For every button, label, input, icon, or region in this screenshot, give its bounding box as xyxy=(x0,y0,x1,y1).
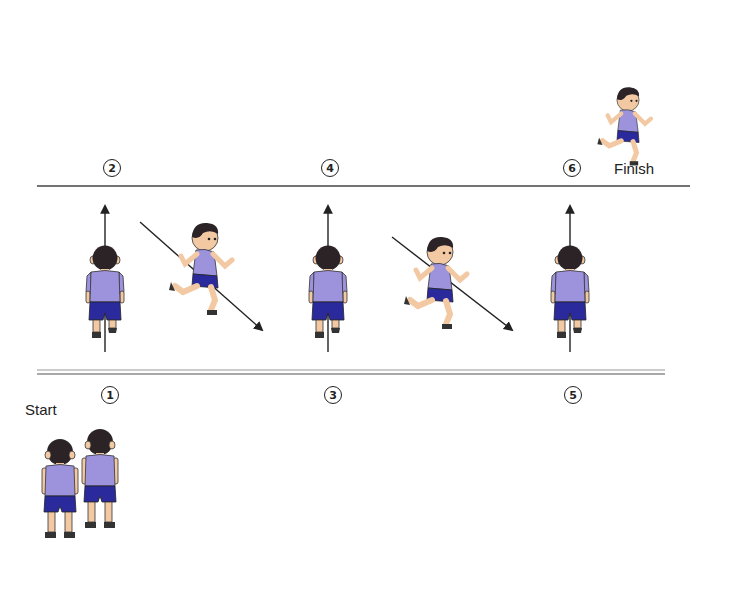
point-number: 6 xyxy=(568,163,576,174)
field-label: Start xyxy=(25,402,57,419)
point-marker: 3 xyxy=(324,386,342,404)
point-number: 2 xyxy=(108,163,116,174)
field-label: Finish xyxy=(614,161,654,178)
run-arrow xyxy=(140,222,262,330)
run-arrow xyxy=(392,237,512,330)
top-line xyxy=(37,185,690,187)
point-marker: 2 xyxy=(103,159,121,177)
point-marker: 4 xyxy=(321,159,339,177)
point-number: 4 xyxy=(326,163,334,174)
runner-figure xyxy=(86,244,124,338)
runner-figure xyxy=(42,439,78,538)
runner-figure xyxy=(82,429,118,528)
point-number: 5 xyxy=(569,390,577,401)
runner-figure xyxy=(551,244,589,338)
runner-figure xyxy=(309,244,347,338)
runner-figure xyxy=(597,87,651,165)
runner-figure xyxy=(169,223,232,315)
point-number: 3 xyxy=(329,390,337,401)
point-marker: 1 xyxy=(101,386,119,404)
runner-figure xyxy=(404,237,467,329)
point-marker: 6 xyxy=(563,159,581,177)
bottom-line xyxy=(37,369,665,370)
bottom-line xyxy=(37,373,665,374)
point-number: 1 xyxy=(106,390,114,401)
point-marker: 5 xyxy=(564,386,582,404)
